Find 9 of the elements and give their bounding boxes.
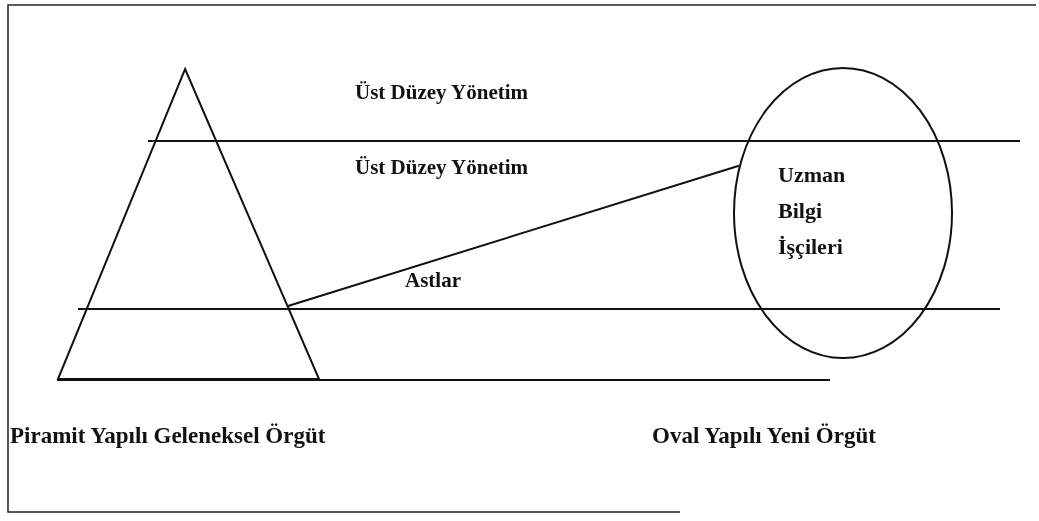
pyramid-shape [57, 68, 320, 380]
connector-line [287, 164, 740, 307]
oval-shape [733, 67, 953, 359]
level-label: Üst Düzey Yönetim [355, 80, 529, 106]
node-label: Piramit Yapılı Geleneksel Örgüt [10, 422, 326, 450]
level-label: Astlar [405, 268, 461, 294]
level-label: Üst Düzey Yönetim [355, 155, 529, 181]
node-text: Uzman Bilgi İşçileri [778, 161, 847, 261]
node-label: Oval Yapılı Yeni Örgüt [652, 422, 876, 450]
